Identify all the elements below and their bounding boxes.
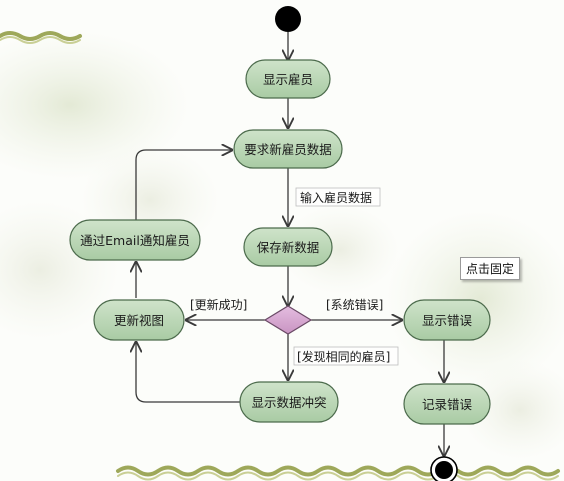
wavy-border-bottom [116, 465, 560, 477]
action-show-conflict-label: 显示数据冲突 [251, 395, 326, 410]
action-show-employee[interactable]: 显示雇员 [245, 59, 331, 99]
start-node[interactable] [275, 6, 301, 32]
edge-notify-to-request [135, 150, 232, 220]
guard-update-success: [更新成功] [190, 297, 247, 312]
action-request-new-data-label: 要求新雇员数据 [244, 142, 332, 157]
action-log-error-label: 记录错误 [422, 397, 473, 412]
action-show-conflict[interactable]: 显示数据冲突 [239, 381, 339, 423]
action-save-new-data[interactable]: 保存新数据 [243, 227, 333, 267]
end-node[interactable] [430, 456, 458, 481]
wavy-border-top-shadow [0, 36, 81, 44]
label-input-data-text: 输入雇员数据 [300, 190, 372, 205]
action-log-error[interactable]: 记录错误 [403, 383, 491, 425]
watercolor-blot [460, 360, 564, 460]
action-notify-email[interactable]: 通过Email通知雇员 [69, 219, 201, 261]
tooltip-click-to-pin[interactable]: 点击固定 [460, 257, 521, 280]
wavy-border-top [0, 31, 82, 41]
action-request-new-data[interactable]: 要求新雇员数据 [233, 129, 343, 169]
action-show-employee-label: 显示雇员 [263, 72, 313, 87]
decision-node[interactable] [263, 305, 313, 335]
edges [136, 32, 444, 456]
action-save-new-data-label: 保存新数据 [257, 240, 320, 255]
guard-found-same-text: [发现相同的雇员] [297, 349, 390, 364]
edge-conflict-to-update-view [136, 342, 240, 403]
action-update-view[interactable]: 更新视图 [93, 299, 185, 341]
guard-system-error: [系统错误] [326, 298, 383, 312]
guard-found-same: [发现相同的雇员] [293, 346, 399, 366]
action-notify-email-label: 通过Email通知雇员 [80, 233, 190, 248]
action-show-error[interactable]: 显示错误 [403, 299, 491, 341]
watercolor-blot [0, 30, 190, 180]
label-input-data: 输入雇员数据 [295, 187, 381, 207]
action-update-view-label: 更新视图 [114, 313, 164, 328]
action-show-error-label: 显示错误 [422, 313, 473, 328]
wavy-border-bottom-shadow [117, 471, 559, 481]
